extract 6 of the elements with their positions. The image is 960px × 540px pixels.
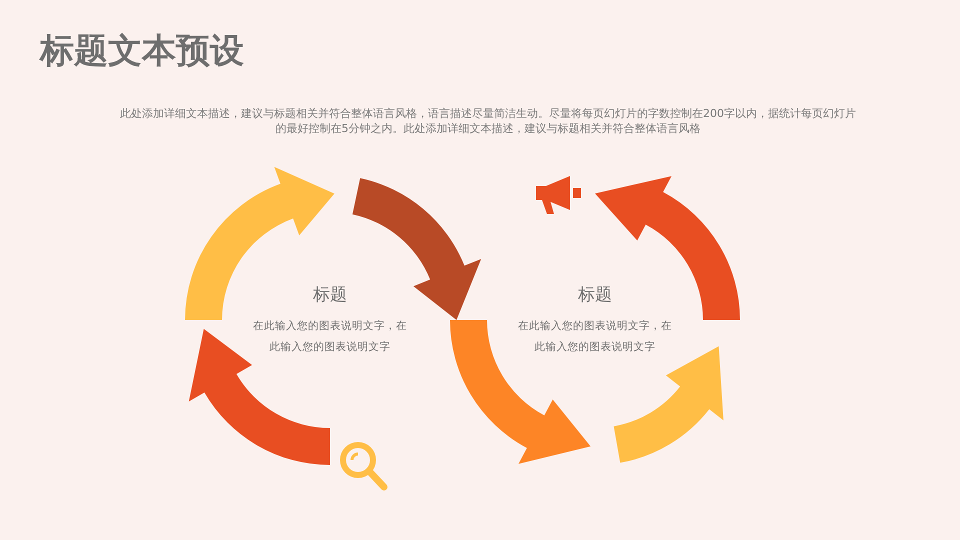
slide-title: 标题文本预设 (40, 30, 244, 73)
body-text: 在此输入您的图表说明文字，在此输入您的图表说明文字 (252, 319, 408, 355)
heading-text: 标题 (313, 284, 347, 306)
description-text: 此处添加详细文本描述，建议与标题相关并符合整体语言风格，语言描述尽量简洁生动。尽量将每页幻灯片的字数控制在200字以内，据统计每页幻灯片的最好控制在5分钟之内。此处添加详细文本描述，建议与标题相关并符合整体语言风格 (119, 106, 857, 136)
body-text: 在此输入您的图表说明文字，在此输入您的图表说明文字 (517, 319, 673, 355)
heading-text: 标题 (578, 284, 612, 306)
